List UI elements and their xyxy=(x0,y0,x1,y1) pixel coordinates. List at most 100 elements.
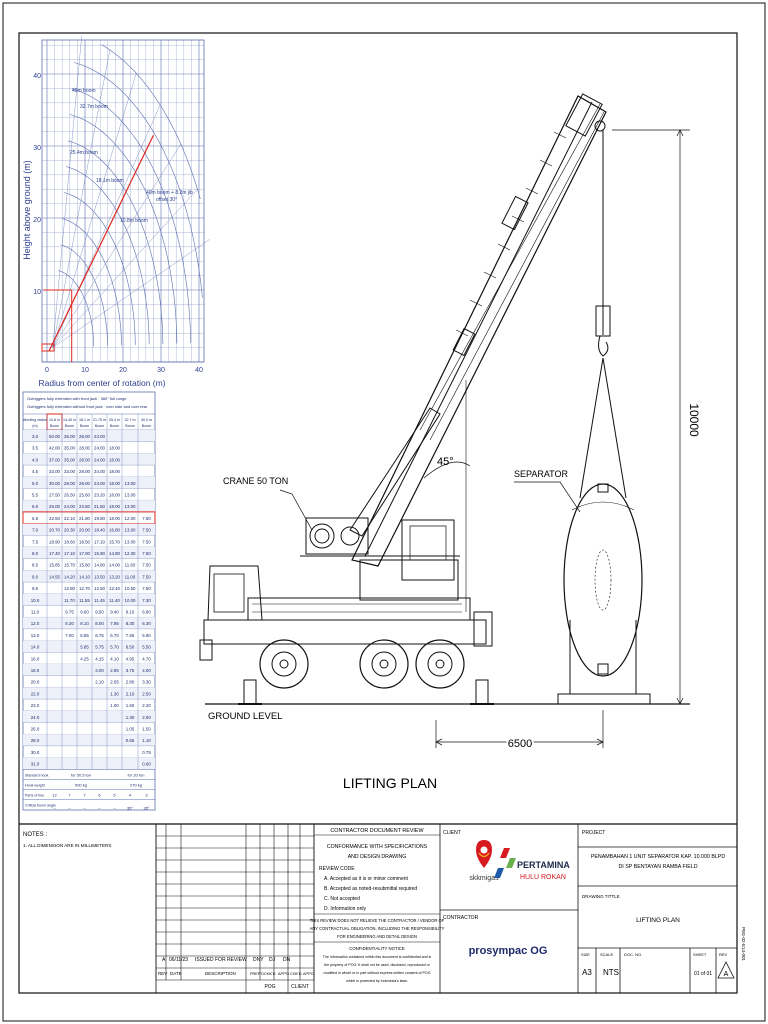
load-table-cell: 21.80 xyxy=(79,516,91,521)
separator-label: SEPARATOR xyxy=(514,469,569,479)
load-table-cell: 5.5 xyxy=(32,493,39,498)
chart-y-tick-10: 10 xyxy=(33,289,41,296)
load-table-cell: 1.30 xyxy=(110,691,119,696)
boom-length-arc xyxy=(58,270,94,347)
load-table-cell: 5.0 xyxy=(32,481,39,486)
load-table-cell: 25.00 xyxy=(49,504,61,509)
load-table-cell: 30.00 xyxy=(49,481,61,486)
load-table-cell: 13.00 xyxy=(125,481,137,486)
note-1: 1. ALL DIMENSION ARE IN MILLIMETERS xyxy=(23,843,111,848)
load-table-cell: 15.90 xyxy=(94,551,106,556)
load-table-cell: 2.10 xyxy=(95,680,104,685)
load-table-cell: 18.40 xyxy=(94,528,106,533)
load-table-cell: 6.80 xyxy=(142,610,151,615)
load-table-note-2: Outriggers fully extended without front … xyxy=(27,404,148,409)
load-table-col-header: 21.75 m xyxy=(93,418,106,422)
confidentiality-1: The information contained within this do… xyxy=(323,955,432,959)
load-table-cell: 23.20 xyxy=(94,493,106,498)
group-client: CLIENT xyxy=(291,984,309,990)
side-document-code: P0G-02-E14-001 xyxy=(741,927,746,962)
load-capacity-table: Outriggers fully extended with front jac… xyxy=(22,391,156,811)
load-table-cell: 22.0 xyxy=(31,691,40,696)
load-table-note-1: Outriggers fully extended with front jac… xyxy=(27,396,127,401)
load-table-cell: 17.40 xyxy=(49,551,61,556)
crane-boom xyxy=(351,93,607,567)
load-table-cell: 12.70 xyxy=(79,586,91,591)
load-table-footer-value: 7 xyxy=(83,792,86,797)
load-table-cell: 18.00 xyxy=(109,446,121,451)
load-table-cell: 3.0 xyxy=(32,434,39,439)
boom-angle-ray xyxy=(52,189,198,348)
review-title: CONTRACTOR DOCUMENT REVIEW xyxy=(330,828,424,834)
load-table-col-header: 32.7 m xyxy=(125,418,136,422)
load-table-cell: 7.50 xyxy=(142,539,151,544)
angle-arc xyxy=(423,461,471,479)
confidentiality-title: CONFIDENTIALITY NOTICE xyxy=(349,946,405,951)
load-table-cell: 2.95 xyxy=(110,668,119,673)
load-table-cell: 2.10 xyxy=(126,691,135,696)
rev-header-chk2: CHK'D xyxy=(290,972,302,976)
boom-angle-ray xyxy=(52,49,111,348)
load-table-cell: 14.55 xyxy=(49,574,61,579)
load-table-footer-value: – xyxy=(68,805,71,810)
load-table-cell: 7.5 xyxy=(32,539,39,544)
rev-label: REV xyxy=(719,952,728,957)
load-table-cell: 7.55 xyxy=(126,633,135,638)
load-table-footer-label: Parts of line xyxy=(25,793,44,797)
load-table-cell: 1.60 xyxy=(126,703,135,708)
load-table-cell: 24.00 xyxy=(64,504,76,509)
load-table-cell: 1.10 xyxy=(142,738,151,743)
load-table-col-header: Boom xyxy=(95,424,104,428)
load-table-cell: 18.60 xyxy=(64,539,76,544)
load-table-footer-value: – xyxy=(53,805,56,810)
load-table-cell: 24.00 xyxy=(94,446,106,451)
load-table-cell: 24.0 xyxy=(31,715,40,720)
load-table-cell: 28.00 xyxy=(79,469,91,474)
load-table-cell: 30.0 xyxy=(31,750,40,755)
load-table-cell: 18.00 xyxy=(109,481,121,486)
boom-angle-label: 45° xyxy=(437,456,454,468)
project-label: PROJECT xyxy=(582,830,605,836)
boom-angle-ray xyxy=(52,35,82,348)
load-table-cell: 31.0 xyxy=(31,762,40,767)
crane-carrier xyxy=(199,565,494,705)
load-table-cell: 13.00 xyxy=(125,493,137,498)
load-table-cell: 17.10 xyxy=(94,539,106,544)
height-dimension xyxy=(612,129,690,705)
load-table-cell: 18.50 xyxy=(79,539,91,544)
load-table-cell: 8.00 xyxy=(95,621,104,626)
load-table-cell: 14.80 xyxy=(94,563,106,568)
rev-triangle-value: A xyxy=(724,971,729,978)
docno-label: DOC. NO. xyxy=(624,952,642,957)
load-table-col-header: Boom xyxy=(50,424,59,428)
load-table-col-header: Working radius xyxy=(23,418,47,422)
load-table-cell: 8.10 xyxy=(80,621,89,626)
load-table-cell: 12.50 xyxy=(94,586,106,591)
load-table-cell: 3.5 xyxy=(32,446,39,451)
load-table-col-header: Boom xyxy=(80,424,89,428)
load-table-cell: 4.5 xyxy=(32,469,39,474)
rev-checked: DJ xyxy=(269,957,276,963)
load-table-cell: 1.30 xyxy=(126,715,135,720)
load-table-cell: 12.40 xyxy=(109,586,121,591)
load-table-cell: 18.90 xyxy=(49,539,61,544)
load-table-cell: 7.95 xyxy=(110,621,119,626)
load-table-cell: 24.00 xyxy=(94,481,106,486)
load-table-cell: 24.00 xyxy=(94,457,106,462)
load-table-cell: 24.00 xyxy=(94,434,106,439)
load-table-cell: 6.70 xyxy=(110,633,119,638)
load-table-cell: 28.00 xyxy=(79,446,91,451)
load-table-cell: 2.50 xyxy=(142,691,151,696)
load-table-cell: 11.60 xyxy=(125,563,136,568)
load-table-cell: 6.30 xyxy=(142,621,151,626)
load-table-cell: 15.70 xyxy=(64,563,76,568)
chart-y-tick-40: 40 xyxy=(33,73,41,80)
load-table-cell: 3.75 xyxy=(126,668,135,673)
disclaimer-2: ANY CONTRACTUAL OBLIGATION, INCLUDING TH… xyxy=(310,926,445,931)
load-table-cell: 11.00 xyxy=(125,574,136,579)
rev-header-app2: APP'D xyxy=(303,972,314,976)
crane-footprint-marker xyxy=(41,343,55,352)
boom-length-arc xyxy=(69,114,178,344)
group-pog: POG xyxy=(264,984,275,990)
load-table-cell: 28.0 xyxy=(31,738,40,743)
